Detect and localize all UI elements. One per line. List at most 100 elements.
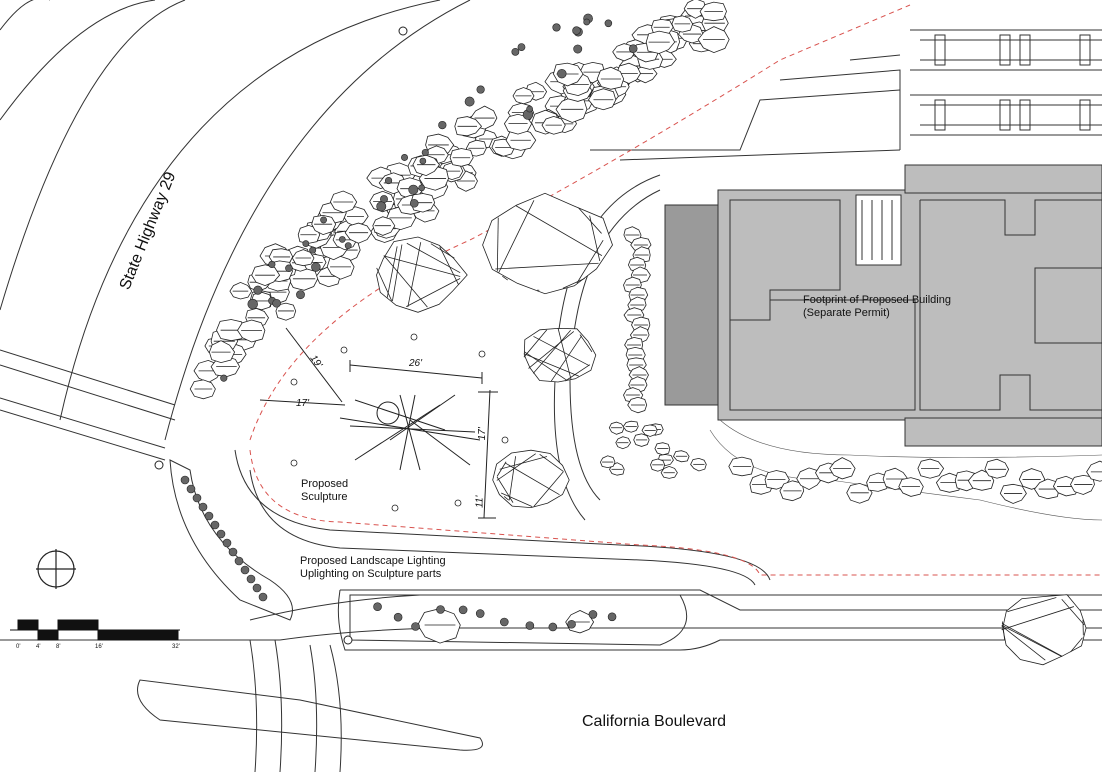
tree-facet	[406, 242, 461, 274]
scale-tick-label: 0'	[16, 644, 21, 650]
tree	[275, 302, 297, 321]
shrub	[525, 621, 535, 630]
tree-facet	[504, 462, 560, 496]
dimension-lines	[259, 327, 498, 519]
shrub	[607, 612, 617, 622]
sculpture-label-line1: Proposed	[301, 478, 349, 490]
tree	[683, 0, 707, 19]
tree-facet	[508, 456, 517, 501]
tree	[237, 319, 266, 343]
tree	[326, 255, 355, 280]
shrub	[438, 120, 447, 130]
highway-lines	[0, 0, 471, 441]
shrub	[247, 298, 258, 310]
shrub	[210, 520, 220, 530]
shrub	[311, 262, 321, 272]
shrub	[198, 502, 208, 512]
shrubs	[180, 13, 638, 632]
tree	[984, 458, 1010, 479]
tree-facet	[539, 453, 564, 472]
tree	[1002, 594, 1087, 666]
shrub	[220, 374, 228, 382]
shrub	[285, 264, 293, 272]
tree-facet	[496, 476, 514, 503]
tree-facet	[439, 246, 459, 285]
shrub	[192, 493, 202, 503]
tree-facet	[499, 456, 548, 470]
trees	[189, 0, 1102, 666]
shrub	[253, 285, 263, 295]
tree	[311, 214, 337, 236]
shrub	[344, 242, 352, 250]
tree-facet	[1007, 597, 1057, 613]
dimension-17-horizontal: 17'	[296, 398, 310, 409]
tree	[999, 483, 1027, 504]
shrub	[476, 85, 485, 94]
tree-facet	[528, 331, 575, 369]
tree	[608, 421, 625, 435]
shrub	[296, 290, 305, 300]
shrub	[320, 216, 328, 224]
boulevard-lines	[0, 589, 1102, 772]
tree-facet	[376, 267, 393, 301]
lighting-label-line1: Proposed Landscape Lighting	[300, 555, 446, 567]
tree-facet	[523, 351, 568, 381]
shrub	[418, 184, 426, 192]
tree-facet	[383, 255, 461, 277]
tree-facet	[515, 205, 603, 256]
tree	[412, 154, 441, 177]
shrub	[252, 583, 262, 593]
proposed-building	[664, 164, 1102, 447]
shrub	[393, 612, 403, 622]
tree	[588, 88, 617, 111]
tree	[417, 608, 461, 644]
shrub	[604, 19, 613, 28]
sculpture-label: Proposed Sculpture	[301, 478, 348, 503]
shrub	[338, 236, 346, 243]
shrub	[240, 565, 250, 575]
lighting-label-line2: Uplighting on Sculpture parts	[300, 567, 442, 580]
tree	[344, 222, 373, 244]
scale-tick-label: 8'	[56, 644, 61, 650]
shrub	[548, 622, 558, 632]
shrub	[526, 105, 533, 113]
shrub	[557, 68, 567, 79]
scale-bar	[10, 619, 180, 641]
parking-lot	[779, 29, 1102, 150]
shrub	[409, 198, 419, 208]
tree-facet	[562, 278, 585, 289]
shrub	[411, 622, 420, 631]
building-label-line2: (Separate Permit)	[803, 306, 890, 319]
tree-facet	[500, 492, 533, 507]
tree	[846, 482, 873, 504]
tree-facet	[386, 246, 398, 298]
shrub	[246, 574, 256, 584]
property-line	[249, 4, 1102, 576]
shrub	[573, 44, 583, 54]
shrub	[458, 605, 468, 615]
tree-facet	[496, 453, 536, 481]
shrub	[475, 609, 485, 618]
shrub	[222, 538, 232, 548]
dimension-11: 11'	[474, 495, 486, 508]
tree	[482, 192, 613, 295]
shrub	[384, 176, 393, 185]
shrub	[552, 23, 561, 32]
shrub	[408, 184, 419, 195]
tree-facet	[1070, 637, 1083, 653]
shrub	[401, 154, 408, 161]
shrub	[421, 148, 429, 157]
light-poles	[154, 26, 408, 645]
tree-facet	[430, 243, 455, 259]
shrub	[302, 240, 310, 248]
shrub	[234, 556, 244, 566]
tree-facet	[1001, 625, 1046, 661]
scale-tick-label: 16'	[95, 644, 103, 650]
shrub	[376, 201, 387, 212]
sculpture	[339, 394, 481, 471]
tree-facet	[495, 262, 599, 270]
boulevard-label: California Boulevard	[582, 713, 727, 730]
tree	[208, 340, 236, 364]
tree-facet	[391, 244, 403, 302]
